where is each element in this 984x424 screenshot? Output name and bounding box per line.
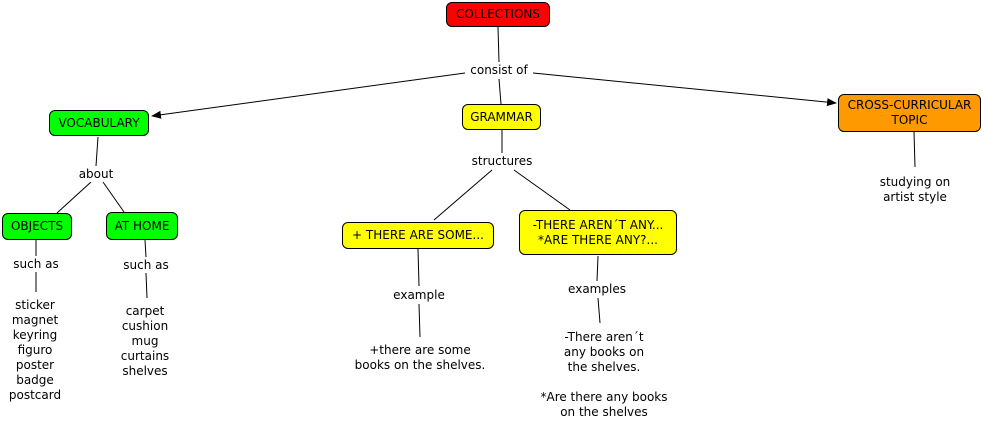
node-grammar[interactable]: GRAMMAR [462,104,541,130]
text-studying-artist-style: studying on artist style [868,175,962,205]
node-there-arent-any[interactable]: -THERE AREN´T ANY... *ARE THERE ANY?... [519,210,677,255]
link-label-examples: examples [563,282,631,297]
link-label-such-as-home: such as [118,258,174,273]
link-line [498,78,502,105]
link-label-structures: structures [468,154,536,169]
node-label: OBJECTS [10,219,64,233]
link-line [597,297,601,324]
link-line [56,181,92,214]
link-label-about: about [74,167,118,182]
link-label-example: example [388,288,450,303]
node-label: GRAMMAR [470,109,533,124]
link-line [513,169,571,211]
link-line [144,239,147,258]
node-there-are-some[interactable]: + THERE ARE SOME... [342,222,494,249]
text-any-examples: -There aren´t any books on the shelves. … [534,330,674,420]
text-home-list: carpet cushion mug curtains shelves [112,304,178,379]
link-line [418,303,421,338]
link-line [95,136,99,167]
node-at-home[interactable]: AT HOME [106,212,178,240]
link-line [497,26,500,63]
text-objects-list: sticker magnet keyring figuro poster bad… [4,298,66,403]
node-label: COLLECTIONS [455,7,541,21]
link-line [417,248,420,287]
node-label: + THERE ARE SOME... [352,228,484,242]
link-line [532,72,837,107]
link-label-such-as-objects: such as [8,257,64,272]
link-line [102,181,125,213]
node-cross-curricular[interactable]: CROSS-CURRICULAR TOPIC [838,94,981,132]
text-some-example: +there are some books on the shelves. [348,343,492,373]
node-label: VOCABULARY [58,115,140,130]
link-line [433,169,493,221]
link-line [596,255,599,282]
link-line [913,131,916,168]
node-label: CROSS-CURRICULAR TOPIC [847,98,972,127]
node-label: AT HOME [114,218,170,233]
link-line [151,72,466,119]
node-objects[interactable]: OBJECTS [2,213,72,240]
node-collections[interactable]: COLLECTIONS [446,2,550,27]
link-line [145,272,148,299]
node-vocabulary[interactable]: VOCABULARY [49,110,149,136]
link-label-consist-of: consist of [466,63,532,78]
node-label: -THERE AREN´T ANY... *ARE THERE ANY?... [532,217,664,247]
